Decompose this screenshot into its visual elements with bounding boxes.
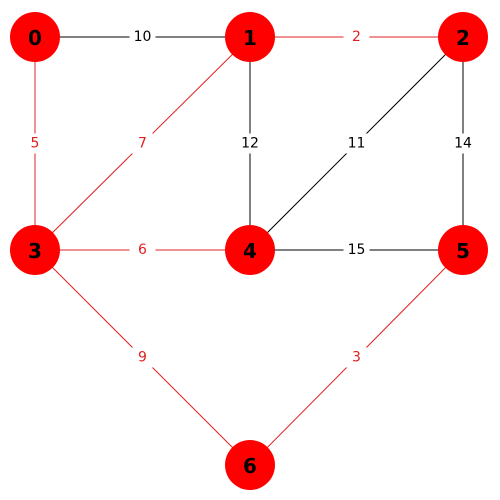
edge-weight-3-4: 6 [138,242,147,258]
node-4 [225,225,275,275]
edge-label-bg-2-5 [450,133,476,154]
edge-weight-5-6: 3 [352,350,361,366]
edge-weight-3-6: 9 [138,350,147,366]
edge-weight-0-1: 10 [134,29,152,45]
edge-weight-1-2: 2 [352,29,361,45]
node-label-2: 2 [456,26,470,50]
edge-label-bg-1-4 [237,133,263,154]
edge-label-bg-3-6 [129,347,156,368]
edge-weight-1-4: 12 [241,136,259,152]
edge-weight-0-3: 5 [31,136,40,152]
edge-weight-1-3: 7 [138,136,147,152]
edge-label-bg-5-6 [343,347,370,368]
node-0 [10,12,60,62]
node-label-5: 5 [456,239,470,263]
node-6 [225,440,275,490]
node-label-3: 3 [28,239,42,263]
edge-label-bg-0-3 [22,133,48,154]
edge-weight-2-4: 11 [348,136,366,152]
edge-label-bg-3-4 [129,240,156,260]
node-label-1: 1 [243,26,257,50]
node-label-4: 4 [243,239,257,263]
edge-weight-4-5: 15 [348,242,366,258]
edge-label-bg-2-4 [343,133,370,154]
node-label-6: 6 [243,454,257,478]
edge-label-bg-1-2 [343,27,370,47]
edge-weight-2-5: 14 [454,136,472,152]
node-label-0: 0 [28,26,42,50]
edge-label-bg-4-5 [343,240,370,260]
node-1 [225,12,275,62]
node-2 [438,12,488,62]
edge-label-bg-1-3 [129,133,156,154]
node-5 [438,225,488,275]
node-3 [10,225,60,275]
edge-label-bg-0-1 [129,27,156,47]
